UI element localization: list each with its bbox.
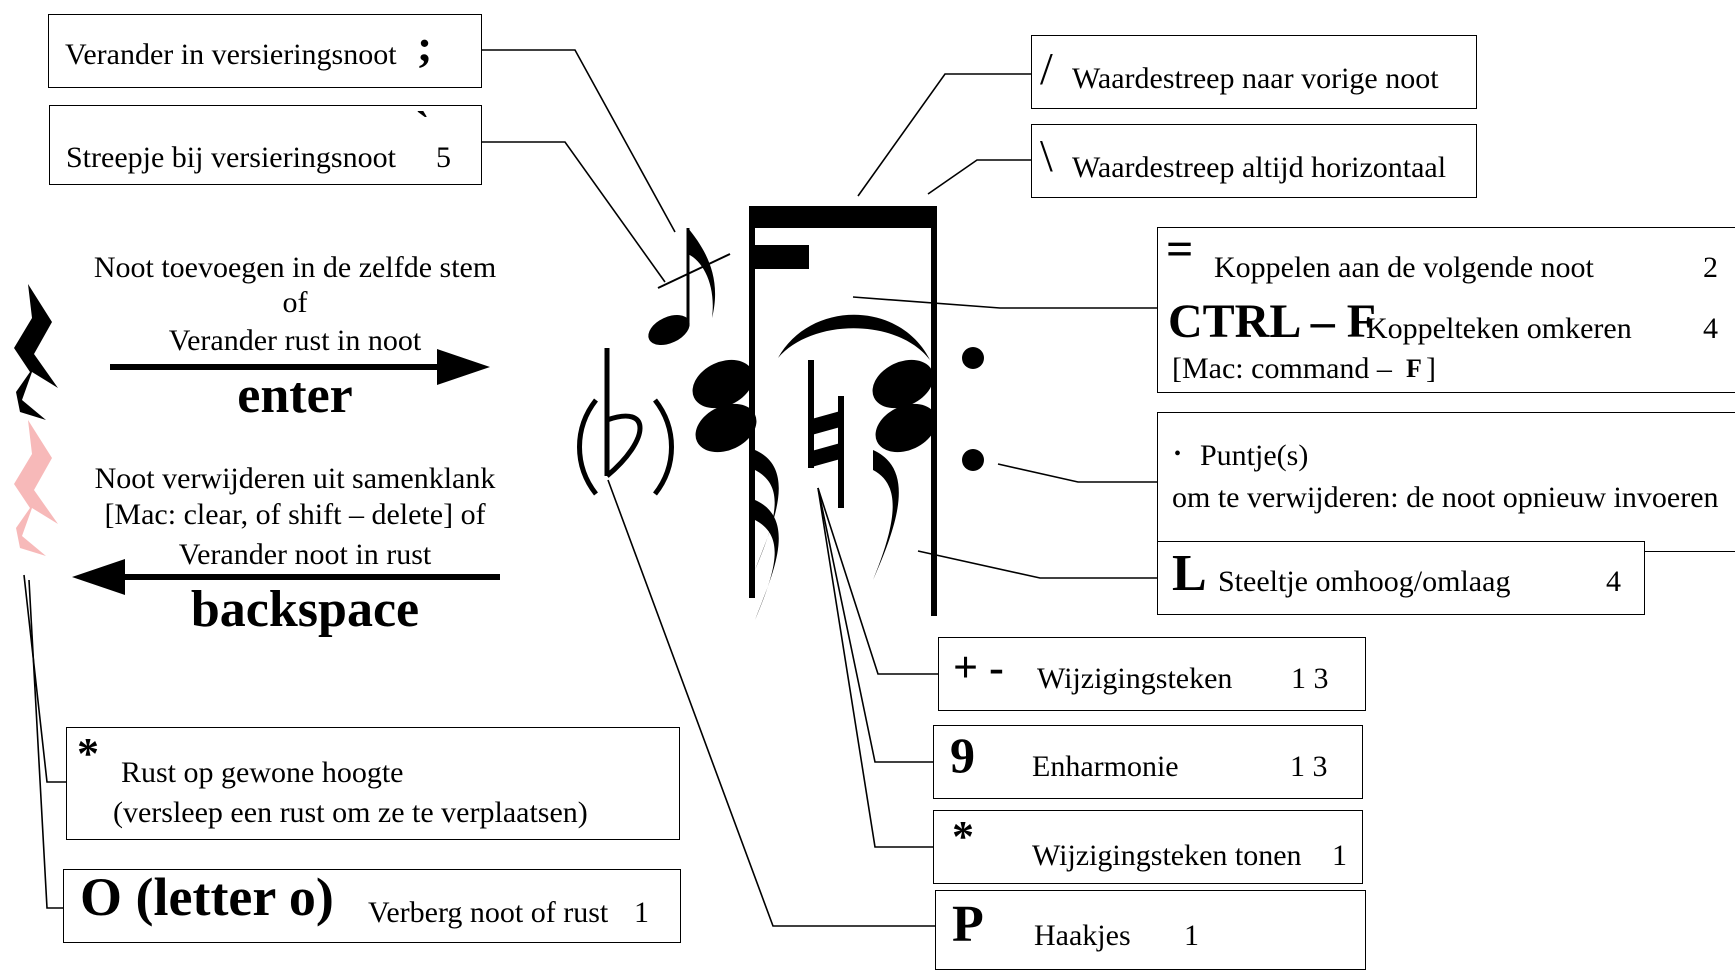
stem-key: L [1172, 545, 1207, 602]
connector-grace [482, 49, 676, 233]
hidden-rest-icon [14, 420, 58, 556]
accidental-num: 1 3 [1291, 662, 1329, 695]
dots-label: Puntje(s) [1200, 439, 1309, 472]
beamed-chord-icon [692, 206, 984, 620]
connector-lines [23, 49, 1158, 927]
connector-hide [28, 579, 63, 909]
hide-key: O (letter o) [80, 869, 334, 927]
brackets-label: Haakjes [1034, 919, 1131, 952]
accidental-label: Wijzigingsteken [1037, 662, 1233, 695]
enter-arrow [110, 349, 490, 385]
beam-prev-label: Waardestreep naar vorige noot [1072, 62, 1439, 95]
tie-flip-key: CTRL – F [1168, 295, 1377, 348]
backspace-key-label: backspace [190, 581, 420, 638]
enharmonic-label: Enharmonie [1032, 750, 1179, 783]
hide-num: 1 [634, 896, 649, 929]
connector-enharmonic [817, 487, 933, 763]
accidental-box: + - Wijzigingsteken 1 3 [938, 637, 1366, 711]
hide-box: O (letter o) Verberg noot of rust 1 [63, 869, 681, 943]
beam-horizontal-key: \ [1040, 130, 1053, 181]
grace-slash-box: Streepje bij versieringsnoot ` 5 [49, 105, 482, 185]
grace-slash-label: Streepje bij versieringsnoot [66, 141, 396, 174]
stem-label: Steeltje omhoog/omlaag [1218, 565, 1511, 598]
rest-default-line-1: Rust op gewone hoogte [121, 756, 404, 789]
tie-key: = [1166, 227, 1194, 276]
beam-prev-box: / Waardestreep naar vorige noot [1031, 35, 1477, 109]
dots-key: • [1174, 443, 1182, 465]
brackets-num: 1 [1184, 919, 1199, 952]
beam-prev-key: / [1040, 43, 1053, 94]
tie-box: = Koppelen aan de volgende noot 2 CTRL –… [1157, 227, 1735, 393]
grace-note-key: ; [417, 20, 433, 71]
connector-rest-default [23, 574, 66, 783]
hide-label: Verberg noot of rust [368, 896, 609, 929]
connector-stem [917, 550, 1158, 579]
tie-num: 2 [1703, 251, 1718, 284]
tie-label: Koppelen aan de volgende noot [1214, 251, 1594, 284]
tie-flip-num: 4 [1703, 312, 1718, 345]
show-accidental-label: Wijzigingsteken tonen [1032, 839, 1302, 872]
dots-box: • Puntje(s) om te verwijderen: de noot o… [1157, 412, 1735, 552]
stem-num: 4 [1606, 565, 1621, 598]
connector-beam-prev [857, 73, 1031, 197]
beam-horizontal-label: Waardestreep altijd horizontaal [1072, 151, 1447, 184]
accidental-key: + - [953, 643, 1004, 692]
show-accidental-box: * Wijzigingsteken tonen 1 [933, 810, 1363, 884]
rest-icon [14, 284, 58, 420]
grace-slash-num: 5 [436, 141, 451, 174]
enter-key-label: enter [237, 367, 353, 424]
tie-mac-suffix: ] [1426, 352, 1436, 385]
enharmonic-key: 9 [950, 727, 975, 783]
connector-dots [997, 463, 1158, 483]
backspace-line-2: [Mac: clear, of shift – delete] of [104, 498, 486, 531]
connector-tie [852, 296, 1158, 309]
dots-remove-hint: om te verwijderen: de noot opnieuw invoe… [1172, 481, 1719, 514]
enharmonic-num: 1 3 [1290, 750, 1328, 783]
flat-bracketed-icon [577, 348, 674, 496]
connector-brackets [607, 479, 935, 927]
enter-line-1: Noot toevoegen in de zelfde stem [93, 251, 497, 284]
backspace-line-1: Noot verwijderen uit samenklank [94, 462, 496, 495]
backspace-arrow [72, 559, 500, 595]
grace-note-box: Verander in versieringsnoot ; [48, 14, 482, 88]
stem-box: L Steeltje omhoog/omlaag 4 [1157, 541, 1645, 615]
beam-horizontal-box: \ Waardestreep altijd horizontaal [1031, 124, 1477, 198]
rest-default-key: * [77, 729, 99, 778]
connector-show-accidental [817, 487, 933, 848]
enharmonic-box: 9 Enharmonie 1 3 [933, 725, 1363, 799]
grace-note-label: Verander in versieringsnoot [65, 38, 397, 71]
brackets-box: P Haakjes 1 [935, 890, 1366, 970]
connector-accidental [817, 487, 938, 675]
enter-line-3: Verander rust in noot [168, 324, 422, 357]
connector-slash-grace [482, 141, 666, 283]
natural-sign-icon [808, 360, 844, 508]
enter-line-2: of [282, 286, 308, 319]
grace-slash-key: ` [416, 105, 430, 148]
show-accidental-key: * [952, 812, 974, 861]
brackets-key: P [952, 896, 984, 953]
backspace-line-3: Verander noot in rust [178, 538, 432, 571]
tie-mac-prefix: [Mac: command – [1172, 352, 1392, 385]
tie-mac-key: F [1406, 354, 1422, 383]
grace-note-icon [648, 228, 731, 346]
rest-default-box: * Rust op gewone hoogte (versleep een ru… [66, 727, 680, 840]
rest-default-line-2: (versleep een rust om ze te verplaatsen) [113, 796, 588, 829]
tie-flip-label: Koppelteken omkeren [1366, 312, 1632, 345]
tie-icon [778, 314, 930, 360]
show-accidental-num: 1 [1332, 839, 1347, 872]
connector-beam-horizontal [927, 159, 1031, 195]
